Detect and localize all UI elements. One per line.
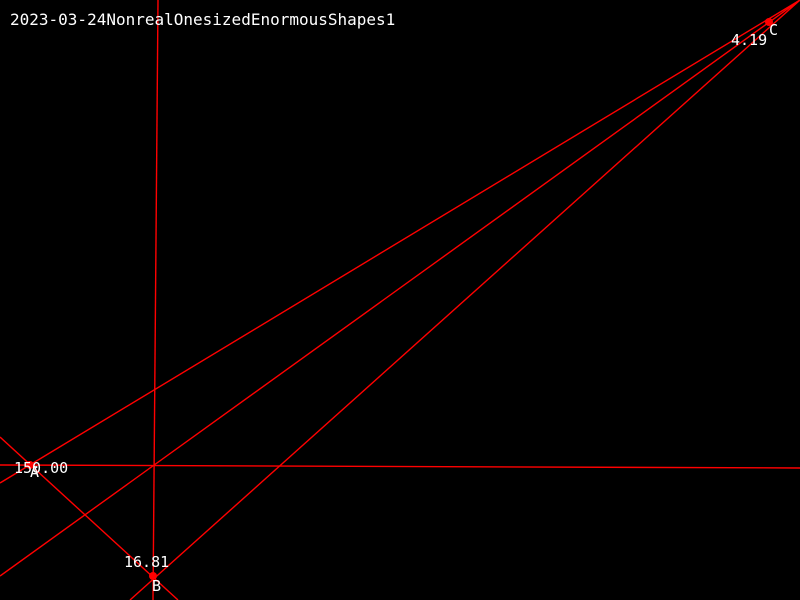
line-a-c (0, 0, 800, 484)
point-a-marker[interactable] (26, 461, 34, 469)
diagram-title: 2023-03-24NonrealOnesizedEnormousShapes1 (10, 10, 395, 29)
horizontal-line (0, 464, 800, 469)
point-a-label: A (30, 463, 39, 481)
angle-c-value: 4.19 (731, 31, 767, 49)
vertical-line (152, 0, 159, 600)
point-b-label: B (152, 577, 161, 595)
point-c-marker[interactable] (765, 18, 773, 26)
line-through-c-lower (0, 0, 800, 577)
angle-b-value: 16.81 (124, 553, 169, 571)
line-b-c (129, 0, 800, 600)
angle-a-value: 150.00 (14, 459, 68, 477)
point-c-label: C (769, 21, 778, 39)
point-b-marker[interactable] (149, 572, 157, 580)
